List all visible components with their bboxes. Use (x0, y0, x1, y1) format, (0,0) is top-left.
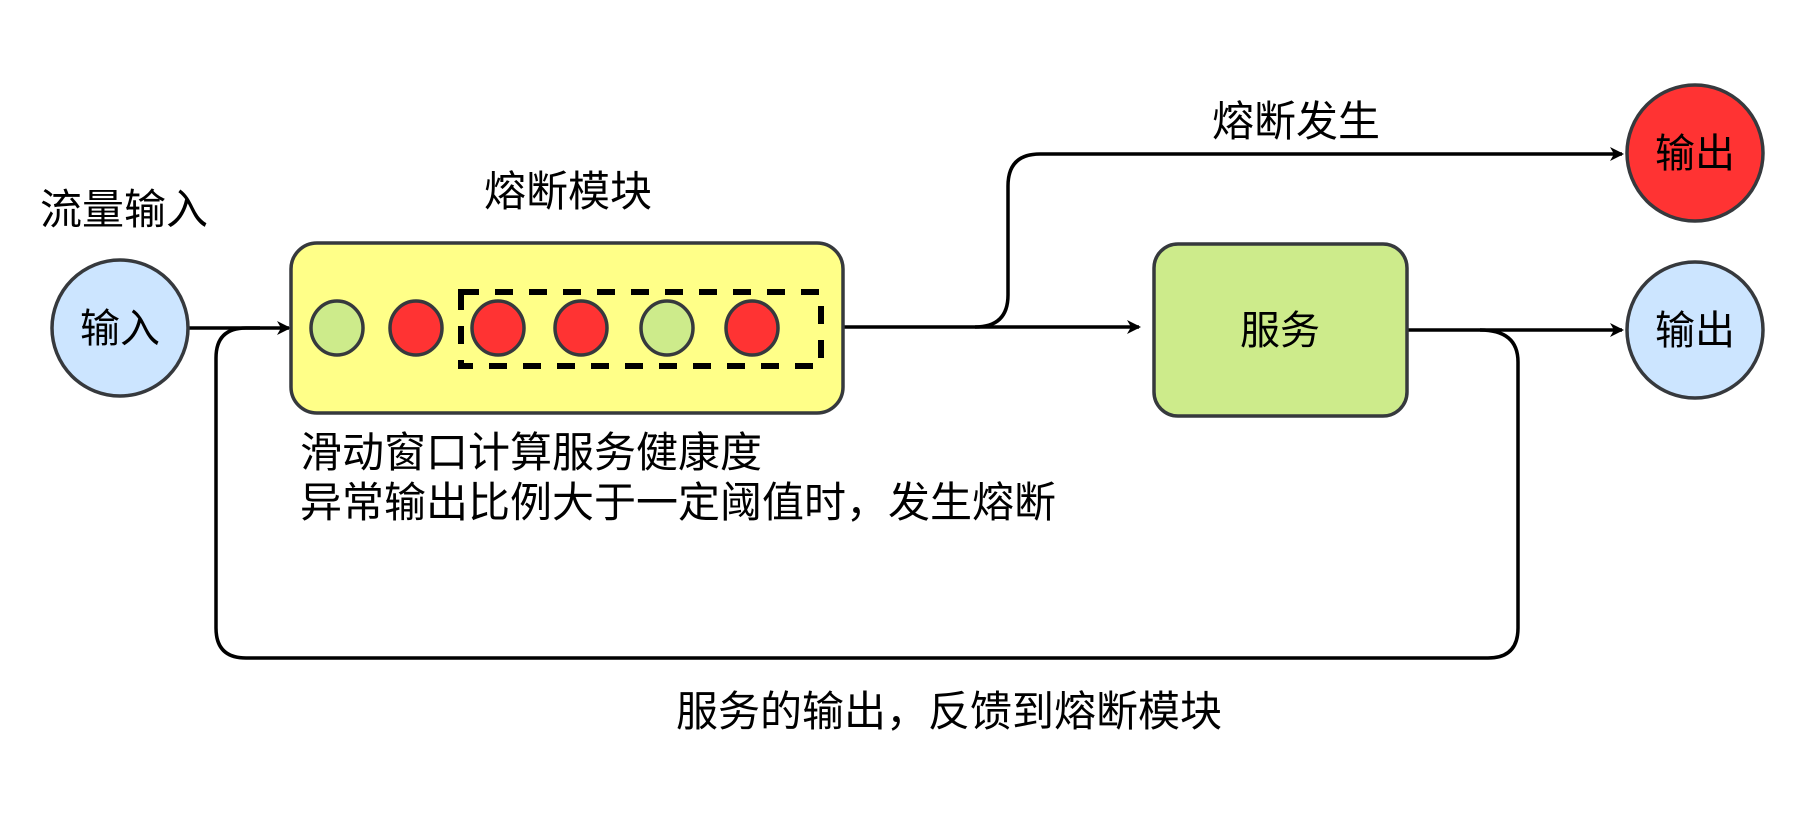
service-box (1152, 242, 1409, 418)
output-normal-label: 输出 (1655, 308, 1735, 354)
output-breaker-label: 输出 (1655, 131, 1735, 177)
description-line-2: 异常输出比例大于一定阈值时，发生熔断 (300, 478, 1057, 527)
input-circle (50, 258, 190, 398)
window-result-success (309, 299, 365, 357)
output-normal-node[interactable]: 输出 (1625, 260, 1765, 400)
breaker-triggered-label: 熔断发生 (1212, 97, 1381, 146)
output-normal-circle (1625, 260, 1765, 400)
window-result-success (639, 299, 695, 357)
input-node[interactable]: 输入 (50, 258, 190, 398)
window-result-failure (724, 299, 780, 357)
output-breaker-circle (1625, 83, 1765, 223)
feedback-label: 服务的输出，反馈到熔断模块 (676, 687, 1223, 736)
edge-feedback-loop (214, 326, 1520, 660)
sliding-window-frame (458, 289, 824, 369)
description-line-1: 滑动窗口计算服务健康度 (300, 428, 763, 477)
sliding-window-results (309, 299, 780, 357)
window-result-failure (553, 299, 609, 357)
breaker-module-title: 熔断模块 (484, 167, 653, 216)
window-result-failure (470, 299, 526, 357)
breaker-module[interactable] (289, 241, 845, 415)
service-node[interactable]: 服务 (1152, 242, 1409, 418)
service-label: 服务 (1240, 308, 1320, 354)
edge-breaker-triggered (974, 147, 1624, 329)
window-result-failure (388, 299, 444, 357)
input-label: 输入 (80, 306, 160, 352)
output-breaker-node[interactable]: 输出 (1625, 83, 1765, 223)
traffic-input-label: 流量输入 (40, 185, 209, 234)
